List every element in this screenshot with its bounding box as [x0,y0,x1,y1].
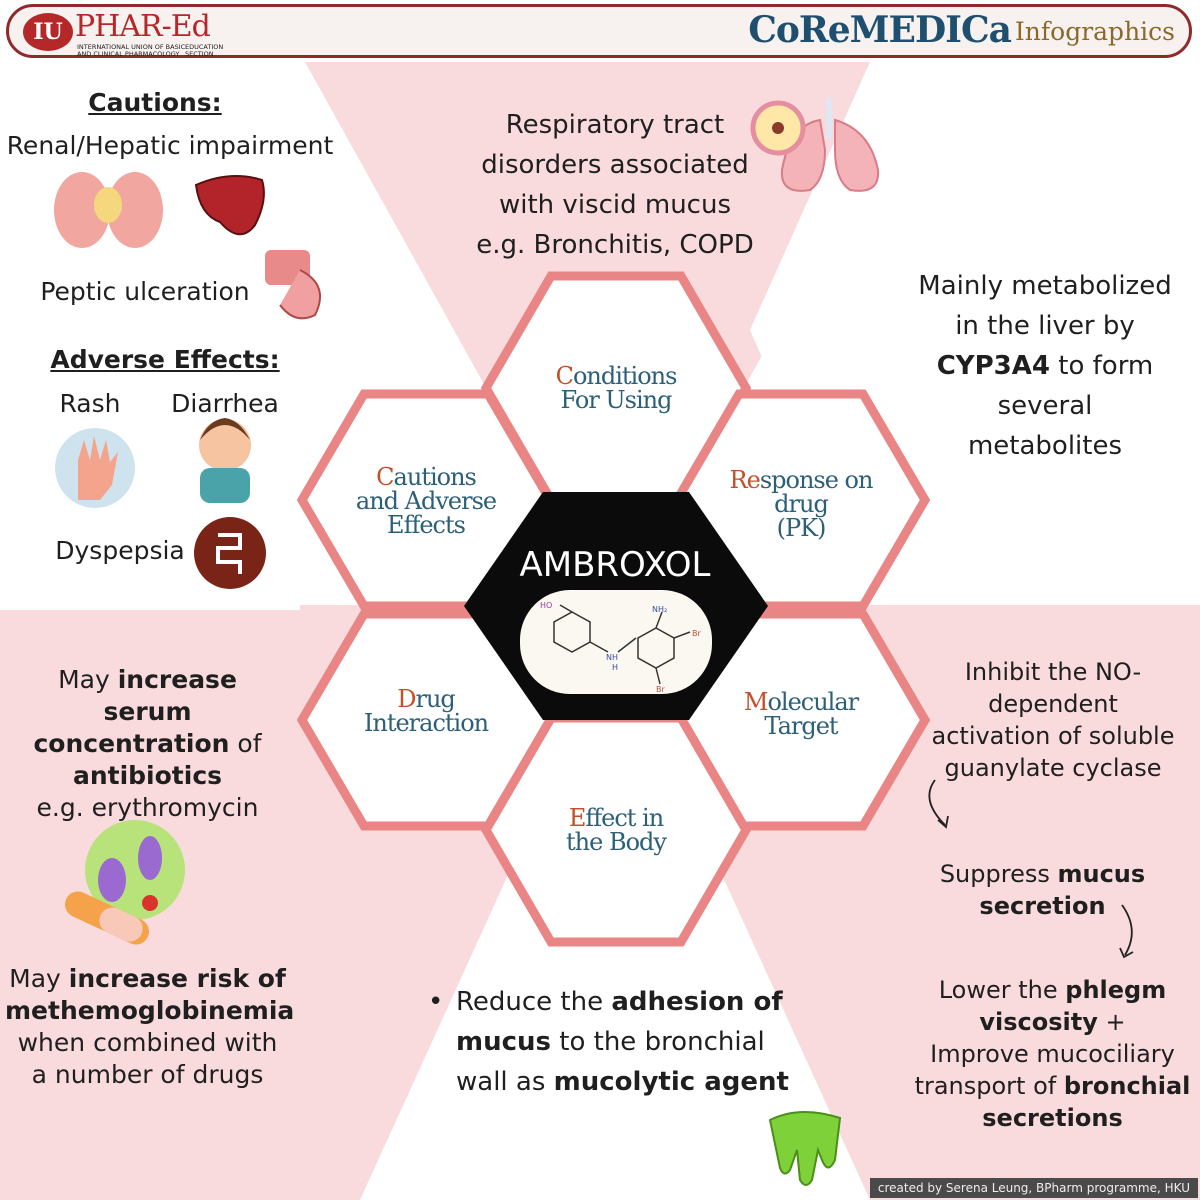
drug-name-title: AMBROXOL [519,545,711,585]
structure-label-nh: NH [606,653,618,662]
header-bar: IU PHAR-Ed INTERNATIONAL UNION OF BASIC … [6,4,1192,58]
stomach-icon [265,250,321,320]
cautions-heading: Cautions: [88,88,222,117]
interaction-antibiotics: May increase serum concentration of anti… [33,665,262,822]
caution-renal-hepatic: Renal/Hepatic impairment [6,131,334,160]
adverse-dyspepsia: Dyspepsia [55,536,185,565]
structure-label-br2: Br [656,685,665,694]
molecular-lower-viscosity-text: Lower the phlegm viscosity + Improve muc… [914,976,1191,1132]
liver-icon [194,175,265,236]
structure-label-br1: Br [692,629,701,638]
credit-footer: created by Serena Leung, BPharm programm… [869,1178,1198,1198]
hex-label-cautions: Cautions and Adverse Effects [355,463,497,539]
chemical-structure-icon [553,604,691,685]
adverse-diarrhea: Diarrhea [171,389,279,418]
pk-description: Mainly metabolized in the liver by CYP3A… [918,271,1172,461]
structure-label-ho: HO [540,601,552,610]
diarrhea-person-icon [199,418,251,503]
bottom-right-pink-panel [870,605,1200,1200]
conditions-description: Respiratory tract disorders associated w… [476,110,754,260]
structure-label-h: H [612,663,618,672]
dyspepsia-intestine-icon [194,517,266,589]
molecular-suppress-text: Suppress mucus secretion [939,860,1146,920]
hex-label-response: Response on drug (PK) [729,466,874,542]
iuphar-subtitle: INTERNATIONAL UNION OF BASIC AND CLINICA… [77,43,186,58]
iuphar-logo-badge: IU [23,13,73,51]
rash-hand-icon [55,428,135,508]
kidney-icon [54,172,163,248]
caution-peptic-ulceration: Peptic ulceration [40,277,250,306]
lungs-icon [750,98,880,192]
bacteria-pills-icon [64,820,185,945]
hex-label-drug: Drug Interaction [363,685,489,737]
structure-label-nh2: NH₂ [652,605,667,614]
iuphar-section: EDUCATION SECTION [185,43,224,58]
brand-subtitle: Infographics [1014,17,1175,46]
mucus-slime-icon [768,1110,842,1186]
brand-title: CoReMEDICa [748,9,1012,51]
structure-panel [520,590,712,694]
adverse-rash: Rash [59,389,121,418]
adverse-effects-heading: Adverse Effects: [50,345,280,374]
hex-label-molecular: Molecular Target [743,688,859,740]
hex-label-conditions: Conditions For Using [555,362,678,414]
curved-arrow-icon [928,779,1134,959]
interaction-methemoglobinemia: May increase risk of methemoglobinemia w… [5,964,295,1089]
hex-label-effect: Effect in the Body [566,804,667,856]
effect-description: • Reduce the adhesion of mucus to the br… [428,987,789,1097]
molecular-inhibit-text: Inhibit the NO- dependent activation of … [931,658,1175,782]
iuphar-logo-text: PHAR-Ed [75,9,211,44]
